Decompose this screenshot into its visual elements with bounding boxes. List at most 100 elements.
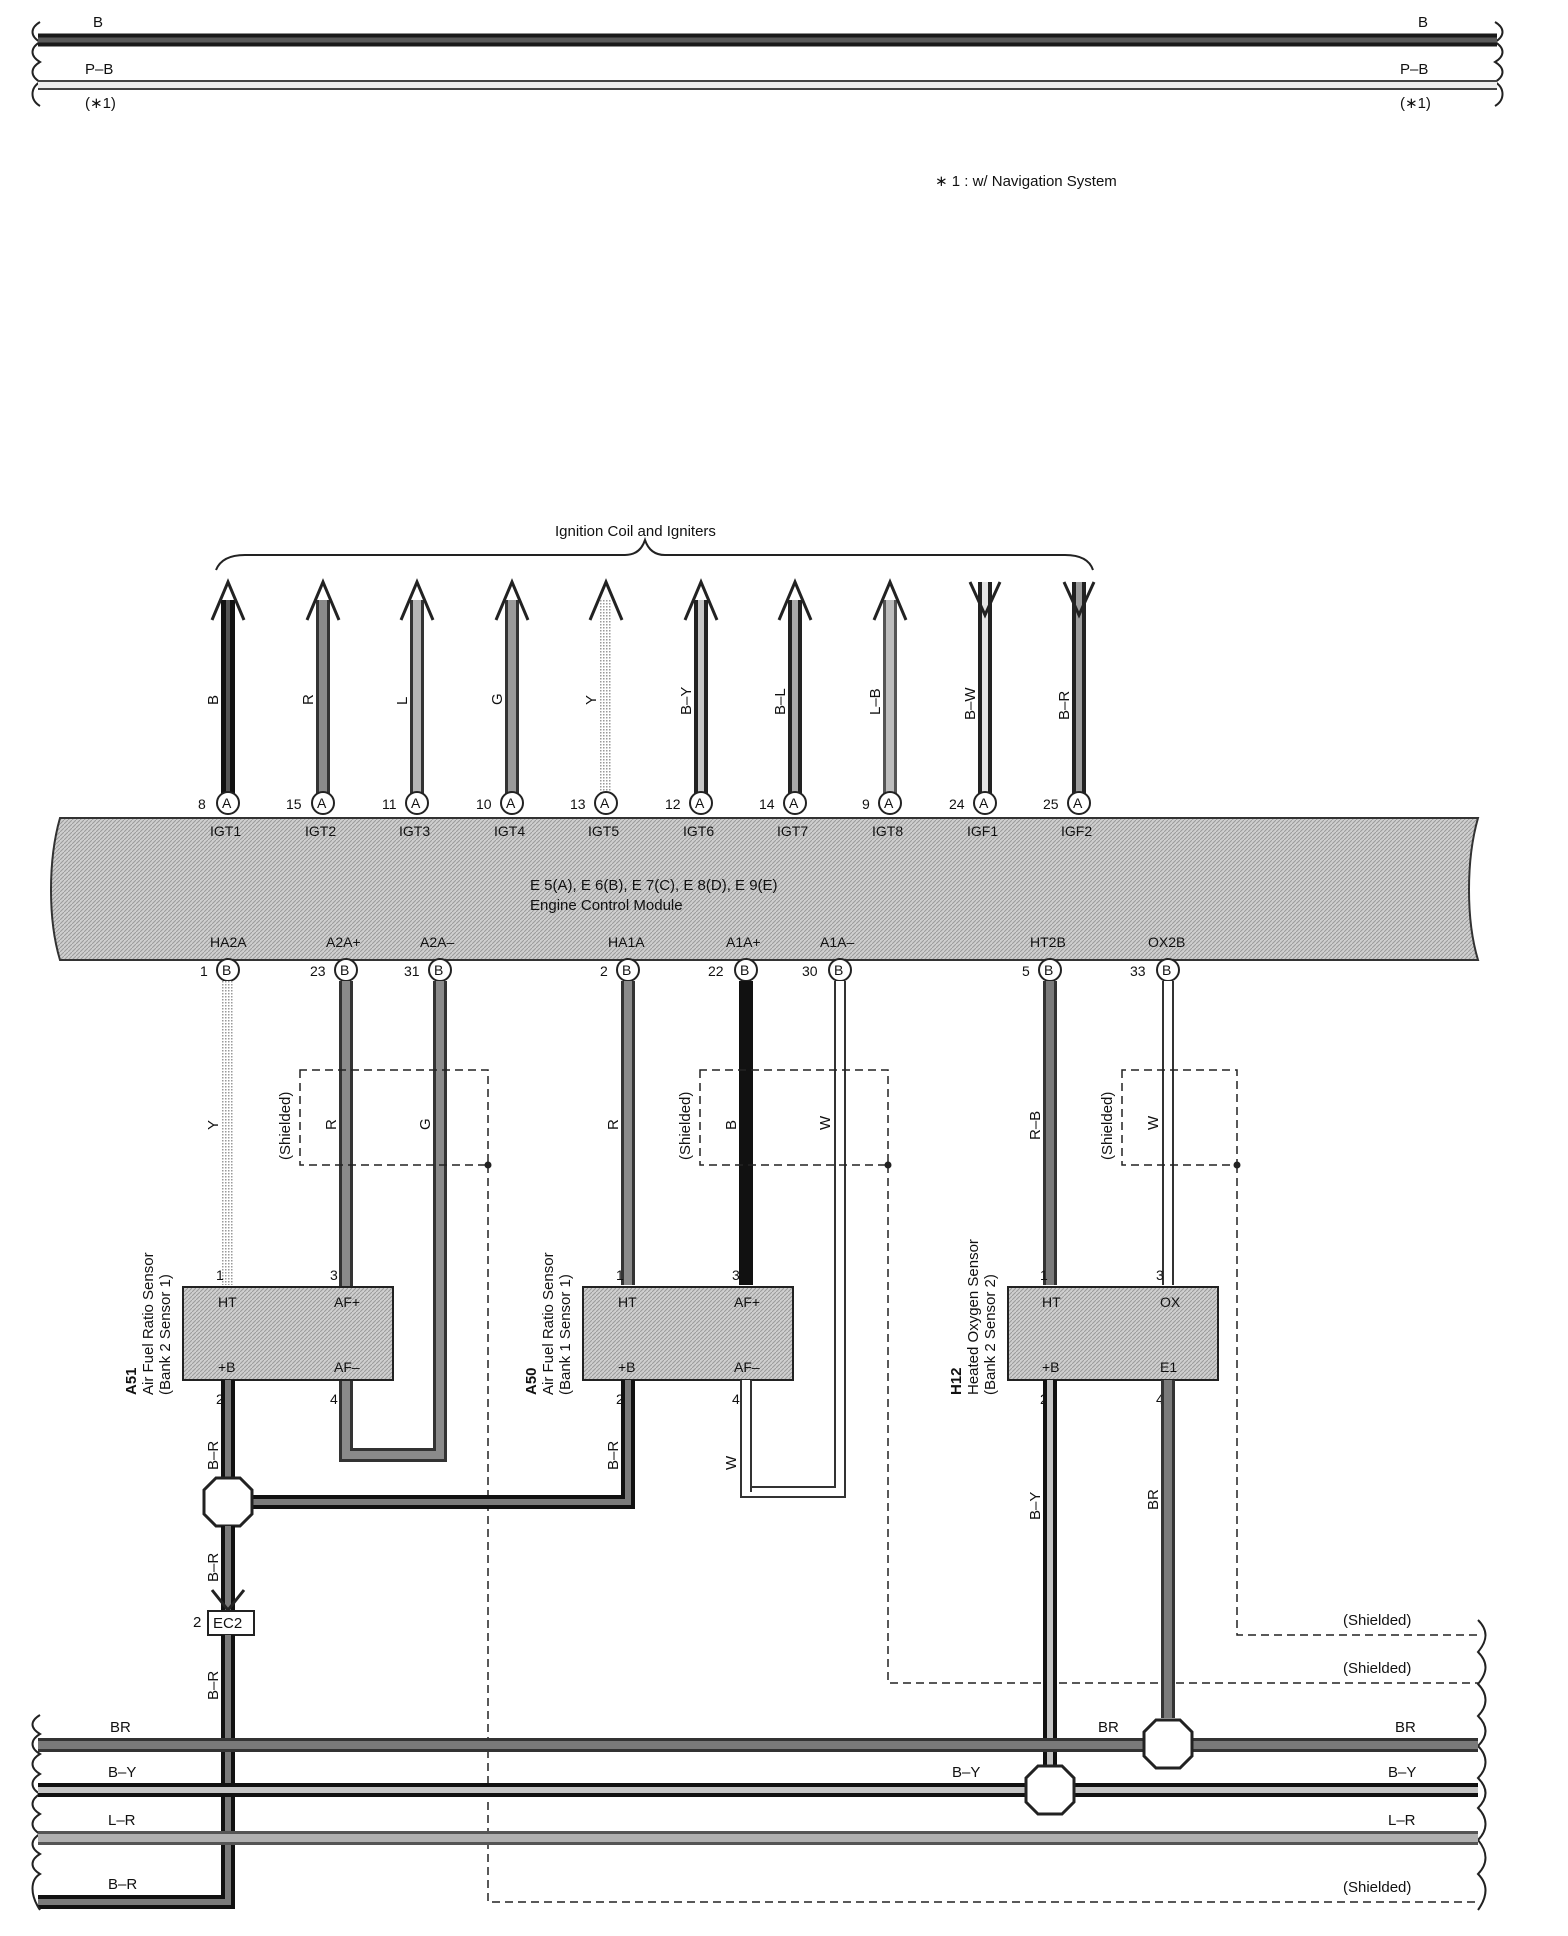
svg-text:+B: +B bbox=[618, 1359, 636, 1375]
ignition-wire-igt5 bbox=[588, 578, 624, 795]
svg-text:4: 4 bbox=[330, 1391, 338, 1407]
splice-node bbox=[202, 1476, 254, 1528]
svg-text:25: 25 bbox=[1043, 796, 1059, 812]
ignition-group-brace bbox=[215, 536, 1094, 571]
svg-text:31: 31 bbox=[404, 963, 420, 979]
footnote: ∗ 1 : w/ Navigation System bbox=[935, 173, 1117, 190]
svg-text:3: 3 bbox=[732, 1267, 740, 1283]
svg-text:2: 2 bbox=[216, 1391, 224, 1407]
svg-text:IGT3: IGT3 bbox=[399, 823, 430, 839]
ignition-wire-igt6 bbox=[683, 578, 719, 795]
ecm-pin: HA2A 1 B bbox=[200, 934, 247, 982]
svg-text:R: R bbox=[323, 1119, 340, 1130]
svg-text:W: W bbox=[1145, 1115, 1162, 1130]
top-bus-b-left: B bbox=[93, 14, 103, 31]
svg-text:30: 30 bbox=[802, 963, 818, 979]
svg-text:(Shielded): (Shielded) bbox=[1099, 1092, 1116, 1160]
svg-text:A1A–: A1A– bbox=[820, 934, 854, 950]
ecm-connectors: E 5(A), E 6(B), E 7(C), E 8(D), E 9(E) bbox=[530, 877, 778, 894]
svg-text:(Shielded): (Shielded) bbox=[1343, 1879, 1411, 1896]
svg-text:R: R bbox=[605, 1119, 622, 1130]
svg-text:IGT2: IGT2 bbox=[305, 823, 336, 839]
svg-text:B–R: B–R bbox=[205, 1671, 222, 1700]
svg-text:Y: Y bbox=[205, 1120, 222, 1130]
bottom-bus: BR BR BR B–Y B–Y B–Y L–R L–R B–R (Shield… bbox=[31, 1612, 1487, 1911]
svg-text:9: 9 bbox=[862, 796, 870, 812]
ec2-connector bbox=[207, 1610, 255, 1636]
svg-text:A2A+: A2A+ bbox=[326, 934, 361, 950]
ecm-pin: 10 A IGT4 bbox=[476, 791, 525, 839]
svg-text:4: 4 bbox=[1156, 1391, 1164, 1407]
svg-text:BR: BR bbox=[1395, 1719, 1416, 1736]
svg-text:A: A bbox=[884, 795, 894, 811]
svg-text:H12: H12 bbox=[948, 1367, 965, 1395]
svg-text:EC2: EC2 bbox=[213, 1615, 242, 1632]
svg-text:B: B bbox=[723, 1120, 740, 1130]
svg-text:8: 8 bbox=[198, 796, 206, 812]
shield-box-a51 bbox=[299, 1069, 489, 1166]
svg-text:IGT6: IGT6 bbox=[683, 823, 714, 839]
arrow-up-icon bbox=[872, 578, 908, 621]
ignition-wire-igt2 bbox=[305, 578, 341, 795]
wire-label: B bbox=[205, 695, 222, 705]
ignition-wire-igt1 bbox=[210, 578, 246, 795]
svg-text:B: B bbox=[740, 962, 749, 978]
shield-box-a50 bbox=[699, 1069, 889, 1166]
wire-label: R bbox=[300, 694, 317, 705]
arrow-up-icon bbox=[305, 578, 341, 621]
sensor-wires: Y R G R B W R–B W (Shielded) (Shielded) … bbox=[205, 981, 1478, 1903]
svg-text:24: 24 bbox=[949, 796, 965, 812]
wire-label: L bbox=[394, 697, 411, 705]
top-bus-pb-right: P–B bbox=[1400, 61, 1428, 78]
svg-text:A: A bbox=[222, 795, 232, 811]
svg-text:B: B bbox=[834, 962, 843, 978]
svg-text:AF–: AF– bbox=[334, 1359, 360, 1375]
ecm-pin: 12 A IGT6 bbox=[665, 791, 714, 839]
ecm-pin: OX2B 33 B bbox=[1130, 934, 1185, 982]
shield-box-h12 bbox=[1121, 1069, 1238, 1166]
svg-text:(Shielded): (Shielded) bbox=[1343, 1612, 1411, 1629]
svg-text:1: 1 bbox=[1040, 1267, 1048, 1283]
svg-text:(Shielded): (Shielded) bbox=[277, 1092, 294, 1160]
ecm-body: E 5(A), E 6(B), E 7(C), E 8(D), E 9(E) E… bbox=[50, 817, 1480, 961]
svg-text:5: 5 bbox=[1022, 963, 1030, 979]
ignition-wire-igf1 bbox=[968, 581, 1002, 795]
ignition-group-label: Ignition Coil and Igniters bbox=[555, 523, 716, 540]
svg-text:B–R: B–R bbox=[605, 1441, 622, 1470]
sensor-a51: 1 3 2 4 HT AF+ +B AF– A51 Air Fuel Ratio… bbox=[123, 1252, 394, 1407]
ecm-pin: 8 A IGT1 bbox=[198, 791, 241, 839]
svg-text:(Bank 2 Sensor 1): (Bank 2 Sensor 1) bbox=[157, 1274, 174, 1395]
svg-text:W: W bbox=[723, 1455, 740, 1470]
ecm-pin: A2A+ 23 B bbox=[310, 934, 361, 982]
ignition-wire-igt7 bbox=[777, 578, 813, 795]
sensor-a50: 1 3 2 4 HT AF+ +B AF– A50 Air Fuel Ratio… bbox=[523, 1252, 794, 1407]
ignition-wire-igt3 bbox=[399, 578, 435, 795]
svg-text:OX: OX bbox=[1160, 1294, 1181, 1310]
svg-text:L–R: L–R bbox=[108, 1812, 136, 1829]
svg-text:(Shielded): (Shielded) bbox=[677, 1092, 694, 1160]
svg-text:11: 11 bbox=[382, 796, 397, 812]
arrow-up-icon bbox=[588, 578, 624, 621]
svg-text:14: 14 bbox=[759, 796, 775, 812]
svg-text:B: B bbox=[434, 962, 443, 978]
svg-text:2: 2 bbox=[600, 963, 608, 979]
svg-text:HT: HT bbox=[218, 1294, 237, 1310]
svg-text:(Shielded): (Shielded) bbox=[1343, 1660, 1411, 1677]
ecm-pin: 9 A IGT8 bbox=[862, 791, 903, 839]
svg-text:B: B bbox=[1044, 962, 1053, 978]
svg-text:A: A bbox=[506, 795, 516, 811]
wire-label: B–Y bbox=[678, 687, 695, 715]
svg-text:2: 2 bbox=[616, 1391, 624, 1407]
ignition-wire-igt4 bbox=[494, 578, 530, 795]
svg-text:33: 33 bbox=[1130, 963, 1146, 979]
svg-text:(Bank 1 Sensor 1): (Bank 1 Sensor 1) bbox=[557, 1274, 574, 1395]
svg-text:IGF2: IGF2 bbox=[1061, 823, 1092, 839]
ecm-pin: 24 A IGF1 bbox=[949, 791, 998, 839]
wire-label: Y bbox=[583, 695, 600, 705]
svg-text:A: A bbox=[1073, 795, 1083, 811]
ecm-pin: A2A– 31 B bbox=[404, 934, 454, 982]
svg-text:IGT7: IGT7 bbox=[777, 823, 808, 839]
arrow-up-icon bbox=[683, 578, 719, 621]
svg-text:HA2A: HA2A bbox=[210, 934, 247, 950]
arrow-up-icon bbox=[777, 578, 813, 621]
